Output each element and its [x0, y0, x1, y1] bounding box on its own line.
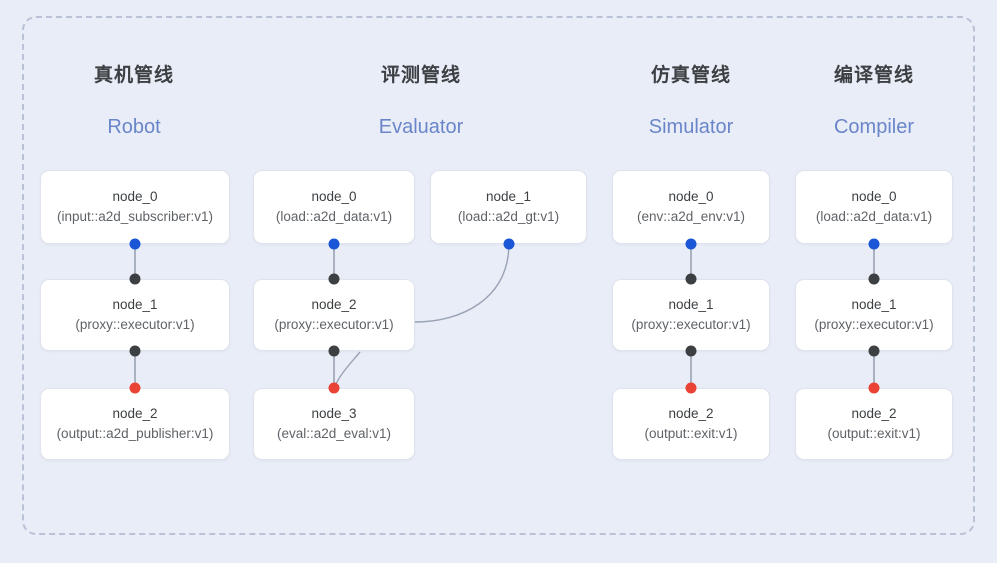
port-output-dark-simulator-node_1[interactable]: [685, 345, 697, 357]
node-box-compiler-node_2[interactable]: node_2(output::exit:v1): [795, 388, 953, 460]
column-title-cn-compiler: 编译管线: [833, 65, 914, 86]
node-name: node_1: [668, 297, 714, 312]
node-name: node_1: [485, 189, 532, 204]
node-box-evaluator-node_2[interactable]: node_2(proxy::executor:v1): [253, 279, 415, 351]
port-output-dark-robot-node_1[interactable]: [129, 345, 141, 357]
node-box-evaluator-node_3[interactable]: node_3(eval::a2d_eval:v1): [253, 388, 415, 460]
column-title-cn-evaluator: 评测管线: [380, 65, 461, 86]
port-input-dark-compiler-node_1[interactable]: [868, 273, 880, 285]
node-signature: (proxy::executor:v1): [814, 317, 934, 332]
node-box-simulator-node_1[interactable]: node_1(proxy::executor:v1): [612, 279, 770, 351]
node-name: node_0: [668, 189, 714, 204]
column-header-robot: 真机管线 Robot: [14, 60, 254, 139]
port-output-blue-evaluator-node_0[interactable]: [328, 238, 340, 250]
column-title-cn-simulator: 仿真管线: [650, 65, 731, 86]
node-signature: (proxy::executor:v1): [274, 317, 394, 332]
node-name: node_3: [311, 406, 357, 421]
node-signature: (proxy::executor:v1): [631, 317, 751, 332]
node-box-simulator-node_0[interactable]: node_0(env::a2d_env:v1): [612, 170, 770, 244]
column-header-evaluator: 评测管线 Evaluator: [301, 60, 541, 139]
node-box-evaluator-node_0[interactable]: node_0(load::a2d_data:v1): [253, 170, 415, 244]
column-title-cn-robot: 真机管线: [93, 65, 174, 86]
node-signature: (load::a2d_data:v1): [275, 209, 393, 224]
node-signature: (env::a2d_env:v1): [636, 209, 746, 224]
diagram-frame: [22, 16, 975, 535]
node-signature: (output::exit:v1): [644, 426, 738, 441]
port-output-blue-robot-node_0[interactable]: [129, 238, 141, 250]
node-signature: (output::a2d_publisher:v1): [56, 426, 214, 441]
port-input-red-evaluator-node_3[interactable]: [328, 382, 340, 394]
port-output-dark-evaluator-node_2[interactable]: [328, 345, 340, 357]
node-name: node_0: [851, 189, 897, 204]
port-input-dark-simulator-node_1[interactable]: [685, 273, 697, 285]
node-name: node_2: [668, 406, 714, 421]
node-name: node_1: [851, 297, 897, 312]
port-output-blue-compiler-node_0[interactable]: [868, 238, 880, 250]
node-name: node_0: [112, 189, 158, 204]
node-signature: (load::a2d_gt:v1): [457, 209, 560, 224]
node-signature: (eval::a2d_eval:v1): [276, 426, 392, 441]
port-output-dark-compiler-node_1[interactable]: [868, 345, 880, 357]
port-input-red-compiler-node_2[interactable]: [868, 382, 880, 394]
column-header-compiler: 编译管线 Compiler: [754, 60, 994, 139]
node-box-compiler-node_1[interactable]: node_1(proxy::executor:v1): [795, 279, 953, 351]
port-input-dark-robot-node_1[interactable]: [129, 273, 141, 285]
column-title-en-simulator: Simulator: [648, 116, 734, 138]
node-box-evaluator-node_1[interactable]: node_1(load::a2d_gt:v1): [430, 170, 587, 244]
node-box-robot-node_0[interactable]: node_0(input::a2d_subscriber:v1): [40, 170, 230, 244]
node-signature: (load::a2d_data:v1): [815, 209, 933, 224]
node-name: node_2: [311, 297, 357, 312]
node-box-robot-node_2[interactable]: node_2(output::a2d_publisher:v1): [40, 388, 230, 460]
node-signature: (input::a2d_subscriber:v1): [56, 209, 214, 224]
port-output-blue-simulator-node_0[interactable]: [685, 238, 697, 250]
node-box-compiler-node_0[interactable]: node_0(load::a2d_data:v1): [795, 170, 953, 244]
node-signature: (output::exit:v1): [827, 426, 921, 441]
port-output-blue-evaluator-node_1[interactable]: [503, 238, 514, 250]
port-input-red-robot-node_2[interactable]: [129, 382, 141, 394]
node-name: node_0: [311, 189, 357, 204]
node-box-simulator-node_2[interactable]: node_2(output::exit:v1): [612, 388, 770, 460]
column-title-en-robot: Robot: [107, 116, 161, 138]
column-title-en-compiler: Compiler: [833, 116, 915, 138]
node-name: node_2: [112, 406, 158, 421]
port-input-red-simulator-node_2[interactable]: [685, 382, 697, 394]
node-name: node_2: [851, 406, 897, 421]
node-name: node_1: [112, 297, 158, 312]
node-signature: (proxy::executor:v1): [75, 317, 195, 332]
node-box-robot-node_1[interactable]: node_1(proxy::executor:v1): [40, 279, 230, 351]
port-input-dark-evaluator-node_2[interactable]: [328, 273, 340, 285]
column-title-en-evaluator: Evaluator: [378, 116, 464, 138]
column-header-simulator: 仿真管线 Simulator: [571, 60, 811, 139]
